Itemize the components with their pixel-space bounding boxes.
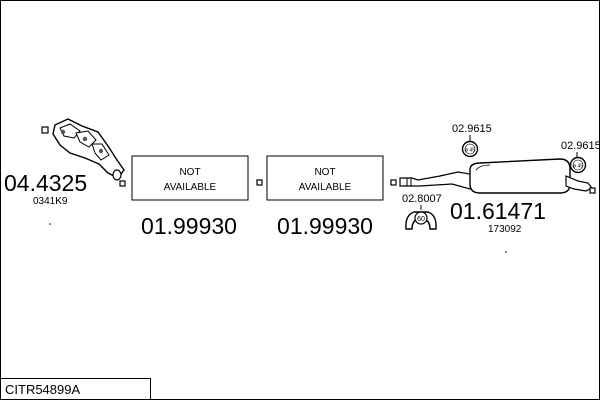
dot-mark (505, 251, 507, 253)
silencer-seam (475, 164, 491, 171)
silencer-box (469, 158, 571, 194)
manifold-outlet (112, 169, 122, 181)
clamp-left-part-number[interactable]: 02.9615 (452, 123, 492, 135)
manifold-bolt (60, 129, 66, 135)
manifold-stud-icon (41, 126, 49, 134)
not-available-label-a-line1: NOT (179, 167, 200, 178)
not-available-label-a-line2: AVAILABLE (164, 182, 217, 193)
section-a-part-number[interactable]: 01.99930 (141, 213, 237, 239)
dot-mark (49, 223, 51, 225)
section-b-part-number[interactable]: 01.99930 (277, 213, 373, 239)
manifold-drawing[interactable] (41, 118, 126, 187)
clamp-right-part-number[interactable]: 02.9615 (561, 140, 600, 152)
clamp-right-size-label: ø 45 (573, 164, 583, 170)
manifold-bolt (82, 136, 88, 142)
manifold-ref-code: 0341K9 (33, 196, 68, 207)
clamp-right-icon[interactable]: ø 45 (569, 156, 587, 174)
hanger-part-number[interactable]: 02.8007 (402, 193, 442, 205)
tail-pipe (565, 175, 593, 192)
connector-square-icon (119, 180, 126, 187)
not-available-box-a[interactable] (131, 155, 249, 201)
not-available-box-b[interactable] (266, 155, 384, 201)
rear-silencer-drawing[interactable] (399, 158, 596, 194)
connector-square-icon (589, 187, 596, 194)
manifold-bolt (98, 148, 104, 154)
hanger-size-label: 60 (417, 216, 425, 223)
clamp-left-size-label: ø 45 (465, 148, 475, 154)
rubber-hanger-icon[interactable]: 60 (405, 211, 437, 230)
rear-silencer-ref-code: 173092 (488, 224, 522, 235)
clamp-left-icon[interactable]: ø 45 (461, 140, 479, 158)
diagram-code: CITR54899A (5, 382, 80, 397)
manifold-part-number[interactable]: 04.4325 (4, 170, 87, 196)
rear-silencer-part-number[interactable]: 01.61471 (450, 198, 546, 224)
connector-square-icon (256, 179, 263, 186)
not-available-label-b-line2: AVAILABLE (299, 182, 352, 193)
not-available-label-b-line1: NOT (314, 167, 335, 178)
inlet-pipe (399, 171, 479, 190)
connector-square-icon (390, 179, 397, 186)
